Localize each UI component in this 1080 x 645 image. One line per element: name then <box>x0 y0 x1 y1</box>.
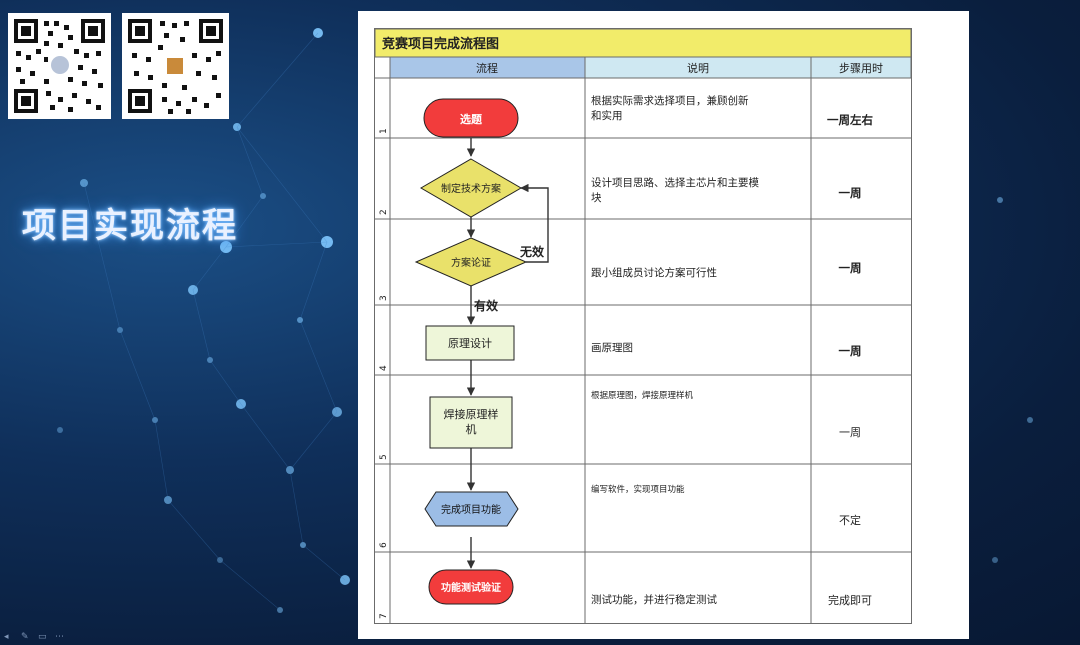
arrow-left-icon[interactable]: ◂ <box>4 632 9 642</box>
row-duration: 一周 <box>839 261 862 275</box>
row-number: 2 <box>379 209 389 215</box>
more-icon[interactable]: ⋯ <box>55 632 64 642</box>
row-description: 设计项目思路、选择主芯片和主要模 <box>591 176 759 189</box>
node-label: 机 <box>466 422 477 436</box>
node-label: 制定技术方案 <box>441 182 501 195</box>
node-label: 完成项目功能 <box>441 503 501 516</box>
row-description: 画原理图 <box>591 342 633 354</box>
row-duration: 一周 <box>839 186 862 200</box>
flow-node-process <box>429 396 513 449</box>
node-label: 功能测试验证 <box>441 581 501 594</box>
row-duration: 一周 <box>839 344 862 358</box>
flow-node-preparation <box>424 491 519 527</box>
row-description: 和实用 <box>591 109 623 122</box>
header-desc: 说明 <box>687 61 709 75</box>
row-number: 6 <box>379 542 389 548</box>
flow-node-decision <box>420 158 522 218</box>
slide-title: 项目实现流程 <box>22 206 238 246</box>
row-description: 根据原理图，焊接原理样机 <box>591 390 694 401</box>
pen-icon[interactable]: ✎ <box>21 632 29 642</box>
header-time: 步骤用时 <box>839 62 883 75</box>
edge-label-invalid: 无效 <box>519 244 545 259</box>
row-number: 1 <box>379 128 389 134</box>
row-description: 测试功能，并进行稳定测试 <box>591 593 717 606</box>
slides-icon[interactable]: ▭ <box>38 632 47 642</box>
row-duration: 完成即可 <box>828 593 872 607</box>
slideshow-toolbar: ◂ ✎ ▭ ⋯ <box>4 632 65 642</box>
flow-node-process <box>425 325 515 361</box>
row-number: 3 <box>379 295 389 301</box>
row-duration: 不定 <box>839 513 861 527</box>
row-duration: 一周 <box>839 426 861 439</box>
row-number: 5 <box>379 454 389 460</box>
diagram-title: 竞赛项目完成流程图 <box>382 36 499 52</box>
diagram-title-bar <box>374 28 912 58</box>
node-label: 选题 <box>460 112 483 126</box>
flowchart-panel: 竞赛项目完成流程图 流程 说明 步骤用时 1 2 3 4 5 6 <box>358 11 969 639</box>
edge-label-valid: 有效 <box>474 298 499 313</box>
flow-node-terminator <box>423 98 519 138</box>
node-label: 原理设计 <box>448 337 492 350</box>
flow-node-terminator <box>428 569 514 605</box>
row-duration: 一周左右 <box>827 113 873 127</box>
row-description: 编写软件，实现项目功能 <box>591 484 685 495</box>
row-number: 7 <box>379 613 389 619</box>
row-description: 跟小组成员讨论方案可行性 <box>591 266 717 279</box>
row-description: 根据实际需求选择项目，兼顾创新 <box>591 94 749 107</box>
row-description: 块 <box>591 192 602 204</box>
qr-code-right <box>122 13 229 119</box>
node-label: 焊接原理样 <box>444 407 499 421</box>
qr-code-left <box>8 13 111 119</box>
flowchart: 竞赛项目完成流程图 流程 说明 步骤用时 1 2 3 4 5 6 <box>374 28 912 624</box>
node-label: 方案论证 <box>451 256 491 269</box>
row-number: 4 <box>379 365 389 371</box>
flow-node-decision <box>414 237 528 287</box>
header-flow: 流程 <box>476 61 498 75</box>
header-time-cell <box>810 56 912 79</box>
